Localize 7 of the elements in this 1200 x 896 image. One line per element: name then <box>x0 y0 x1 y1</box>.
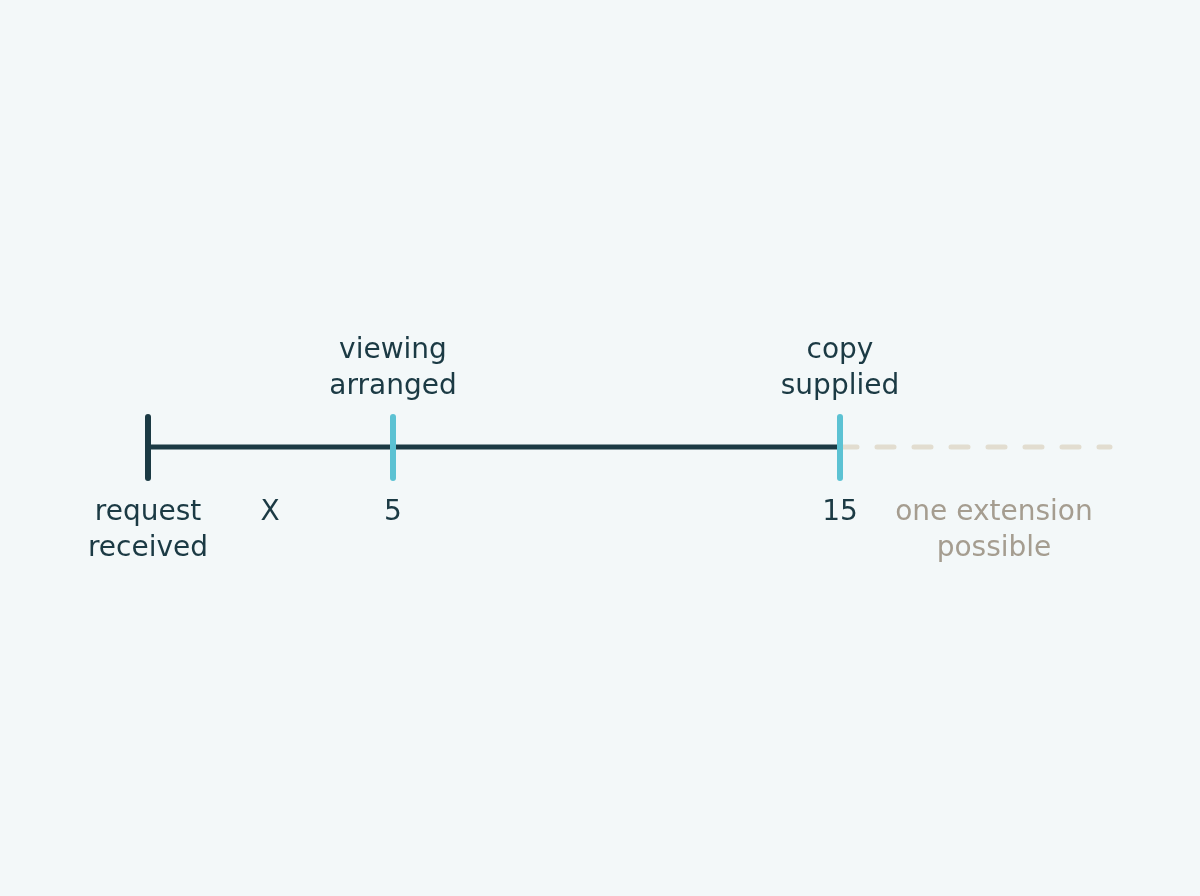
day-number: 15 <box>822 493 858 529</box>
milestone-label: copy supplied <box>780 331 900 403</box>
note-text: one extension possible <box>894 493 1094 565</box>
milestone-label: request received <box>87 493 209 565</box>
milestone-label: viewing arranged <box>329 331 457 403</box>
day-number: 5 <box>384 493 402 529</box>
day-number: X <box>260 493 280 529</box>
